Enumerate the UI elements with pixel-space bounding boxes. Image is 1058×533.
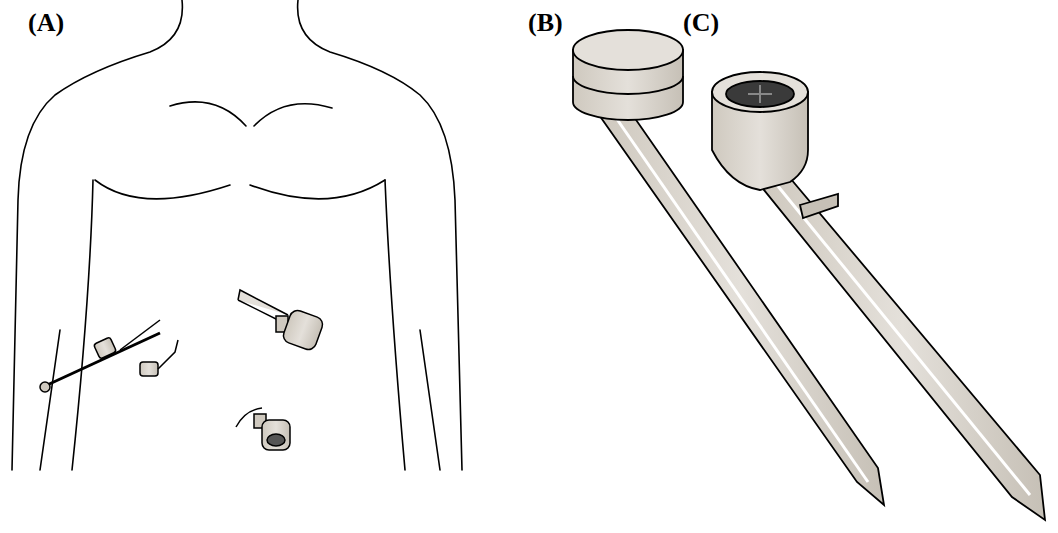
trocar-ports — [40, 290, 325, 450]
panel-label: (C) — [683, 10, 719, 36]
panel-label: (A) — [28, 10, 64, 36]
trocar-c — [712, 72, 1045, 520]
panel-label: (B) — [528, 10, 563, 36]
torso-outline — [12, 0, 462, 470]
